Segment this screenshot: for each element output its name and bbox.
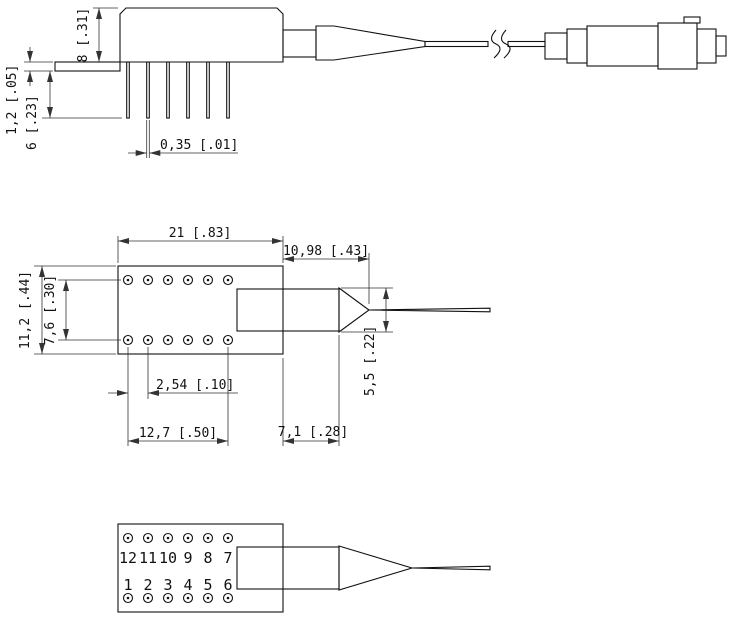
pin-hole — [142, 334, 154, 346]
fiber-top — [368, 307, 491, 313]
dim-snout-length: 7,1 [.28] — [278, 335, 348, 446]
pin-hole — [122, 334, 134, 346]
dim-body-width: 11,2 [.44] — [18, 265, 116, 355]
fiber-side — [424, 40, 489, 48]
pin-number: 9 — [183, 549, 192, 567]
pin-hole — [122, 592, 134, 604]
snout-side — [282, 29, 317, 58]
pin-number: 12 — [119, 549, 137, 567]
pin-hole — [162, 532, 174, 544]
pin-number: 1 — [123, 576, 132, 594]
dim-pin-pitch-label: 2,54 [.10] — [156, 378, 234, 393]
pin-lead — [226, 61, 230, 119]
pin-number: 4 — [183, 576, 192, 594]
dim-body-length: 21 [.83] — [117, 226, 284, 263]
pin-hole — [182, 334, 194, 346]
top-view: 21 [.83] 10,98 [.43] 11,2 [.44] 7,6 [.30… — [18, 226, 491, 446]
pin-hole — [122, 532, 134, 544]
pin-number: 3 — [163, 576, 172, 594]
pin-lead — [206, 61, 210, 119]
dim-snout-length-label: 7,1 [.28] — [278, 425, 348, 440]
pin-number: 5 — [203, 576, 212, 594]
flange-side — [54, 61, 121, 72]
dim-snout-to-fiber: 10,98 [.43] — [283, 244, 370, 304]
pin-hole — [202, 532, 214, 544]
side-view-pins — [126, 61, 230, 119]
connector-ferrule-tip — [715, 35, 727, 57]
pin-number: 11 — [139, 549, 157, 567]
connector-barrel — [586, 25, 659, 67]
pin-hole — [142, 532, 154, 544]
dim-body-height: 8 [.31] — [76, 7, 118, 63]
dim-pin-width: 0,35 [.01] — [128, 120, 238, 158]
pin-lead — [166, 61, 170, 119]
package-body-top — [117, 265, 284, 355]
pin-hole — [222, 274, 234, 286]
fiber-boot-bottom — [338, 545, 414, 591]
pin-holes-bottom-row — [122, 592, 234, 604]
pin-holes-top-row — [122, 532, 234, 544]
pin-lead — [146, 61, 150, 119]
pin-hole — [162, 334, 174, 346]
dim-pin-width-label: 0,35 [.01] — [160, 138, 238, 153]
dim-body-length-label: 21 [.83] — [169, 226, 232, 241]
pin-number: 7 — [223, 549, 232, 567]
pin-hole — [222, 592, 234, 604]
pin-numbers-top-row: 12 11 10 9 8 7 — [119, 549, 233, 567]
pin-hole — [202, 592, 214, 604]
pin-hole — [142, 274, 154, 286]
pin-number: 8 — [203, 549, 212, 567]
connector-ferrule-holder — [696, 28, 717, 64]
package-body-side — [119, 7, 284, 63]
pin-holes-bottom-row — [122, 334, 234, 346]
dim-boot-height: 5,5 [.22] — [341, 287, 393, 396]
connector-key — [683, 16, 701, 24]
pin-hole — [182, 592, 194, 604]
dim-pin-span-label: 12,7 [.50] — [139, 426, 217, 441]
pin-number: 6 — [223, 576, 232, 594]
pin-hole — [222, 334, 234, 346]
fiber-boot-top — [338, 286, 370, 334]
break-symbol — [490, 29, 511, 59]
pin-lead — [186, 61, 190, 119]
pin-hole — [202, 274, 214, 286]
pin-holes-top-row — [122, 274, 234, 286]
dim-body-height-label: 8 [.31] — [76, 8, 91, 63]
dim-flange-thickness-label: 1,2 [.05] — [5, 65, 20, 135]
dim-pin-length: 6 [.23] — [25, 71, 122, 150]
connector-crimp — [544, 32, 568, 60]
snout-bottom — [236, 546, 340, 590]
pin-lead — [126, 61, 130, 119]
pin-hole — [162, 274, 174, 286]
dim-boot-height-label: 5,5 [.22] — [363, 326, 378, 396]
pin-hole — [142, 592, 154, 604]
fiber-side-2 — [507, 40, 546, 48]
connector-coupling-nut — [657, 22, 698, 70]
fiber-bottom — [411, 565, 491, 571]
package-body-bottom — [117, 523, 284, 613]
dim-body-width-label: 11,2 [.44] — [18, 271, 33, 349]
pin-hole — [182, 532, 194, 544]
snout-top — [236, 288, 340, 332]
dim-pin-span: 12,7 [.50] — [127, 347, 229, 446]
pin-hole — [162, 592, 174, 604]
dim-pin-row-span-label: 7,6 [.30] — [43, 275, 58, 345]
pin-hole — [202, 334, 214, 346]
pin-hole — [122, 274, 134, 286]
connector-neck — [566, 28, 588, 64]
fiber-boot-side — [315, 25, 426, 61]
dim-pin-pitch: 2,54 [.10] — [108, 347, 238, 399]
fiber-connector — [544, 16, 727, 70]
dim-pin-length-label: 6 [.23] — [25, 95, 40, 150]
pin-number: 10 — [159, 549, 177, 567]
dim-pin-row-span: 7,6 [.30] — [43, 275, 121, 345]
pin-hole — [222, 532, 234, 544]
side-view: 8 [.31] 1,2 [.05] 6 [.23] 0,35 [.01] — [5, 7, 727, 158]
pin-number: 2 — [143, 576, 152, 594]
pin-hole — [182, 274, 194, 286]
pin-numbers-bottom-row: 1 2 3 4 5 6 — [123, 576, 232, 594]
dim-snout-to-fiber-label: 10,98 [.43] — [283, 244, 369, 259]
bottom-view: 12 11 10 9 8 7 1 2 3 4 5 6 — [117, 523, 491, 613]
